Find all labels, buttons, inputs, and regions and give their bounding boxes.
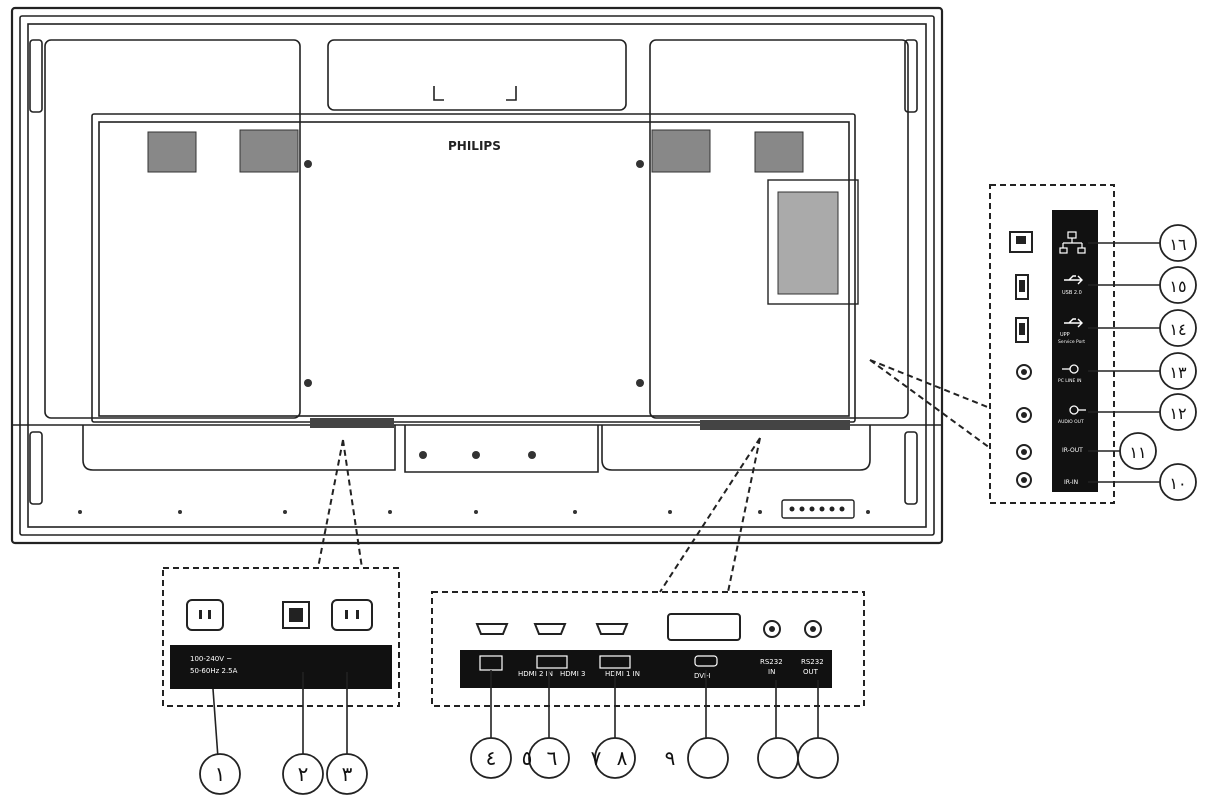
keypad-buttons [789,506,845,512]
audio-icon [1062,364,1086,415]
audio-in-jack-icon [1016,364,1032,380]
control-keypad [781,499,855,519]
ir-out-label: IR-OUT [1062,447,1083,454]
callout-13: ١٣ [1169,363,1187,382]
rs232-in-label-1: RS232 [760,658,783,666]
audio-out-label: AUDIO OUT [1058,419,1084,425]
callout-12: ١٢ [1169,404,1186,423]
side-connector-bay [767,179,859,305]
input-label-strip [460,650,832,688]
audio-in-label: PC LINE IN [1058,378,1081,384]
side-panel: USB 2.0 UPP Service Port PC LINE IN AUDI… [1009,210,1098,492]
input-panel: HDMI 2 IN HDMI 3 HDMI 1 IN DVI-I RS232 I… [460,613,832,688]
screw-marks [78,160,870,514]
vent-grilles [147,129,839,295]
monitor-rear [10,6,944,545]
callout-16: ١٦ [1169,235,1186,254]
leader-lines [212,242,1160,759]
callout-8: ٨ [617,746,628,770]
power-label-strip [170,645,392,689]
usb-port-icon-1 [1015,274,1029,300]
callout-14: ١٤ [1169,320,1186,339]
hdmi2-label: HDMI 2 IN [518,670,553,678]
ac-outlet-icon [331,599,373,631]
brand-logo: PHILIPS [448,139,501,153]
dvi-label: DVI-I [694,672,711,680]
callout-7: ٧ [591,746,602,770]
rs232-out-jack-icon [804,620,822,638]
power-panel: 100-240V ~ 50-60Hz 2.5A [170,599,392,689]
power-rating-line1: 100-240V ~ [190,655,232,663]
usb-port-icon-2 [1015,317,1029,343]
hdmi1-label: HDMI 1 IN [605,670,640,678]
side-label-strip [1052,210,1098,492]
callout-10: ١٠ [1169,474,1186,493]
ir-out-jack-icon [1016,444,1032,460]
rs232-in-label-2: IN [768,668,775,676]
power-rating-line2: 50-60Hz 2.5A [190,667,238,675]
callout-2: ٢ [298,762,309,786]
dvi-port-icon [667,613,741,641]
hdmi3-label: HDMI 3 [560,670,585,678]
callout-11: ١١ [1129,443,1146,462]
audio-out-jack-icon [1016,407,1032,423]
callout-9: ٩ [665,746,676,770]
power-switch-icon [282,601,310,629]
usb-service-label-1: UPP [1060,332,1070,338]
usb-icon [1064,275,1083,328]
lan-port-icon [1009,231,1033,253]
callout-frames [162,184,1115,707]
rs232-out-label-1: RS232 [801,658,824,666]
callout-1: ١ [215,762,226,786]
ac-inlet-icon [186,599,224,631]
rs232-out-label-2: OUT [803,668,819,676]
callout-6: ٦ [547,746,558,770]
rs232-in-jack-icon [763,620,781,638]
usb-service-label-2: Service Port [1058,339,1085,345]
network-icon [1059,231,1086,254]
hdmi-port-icon-3 [595,623,629,635]
ir-in-jack-icon [1016,472,1032,488]
callout-5: ٥ [522,746,533,770]
power-port-strip [310,418,394,428]
callout-circles [199,224,1197,795]
callout-15: ١٥ [1169,277,1186,296]
callout-4: ٤ [486,746,497,770]
ir-in-label: IR-IN [1064,479,1078,486]
hdmi-port-icon-2 [533,623,567,635]
usb20-label: USB 2.0 [1062,290,1082,296]
callout-numbers: ١ ٢ ٣ ٤ ٥ ٦ ٧ ٨ ٩ ١٠ ١١ ١٢ ١٣ ١٤ ١٥ ١٦ [215,235,1187,786]
callout-3: ٣ [342,762,353,786]
hdmi-port-icon-1 [475,623,509,635]
input-port-strip [700,420,850,430]
